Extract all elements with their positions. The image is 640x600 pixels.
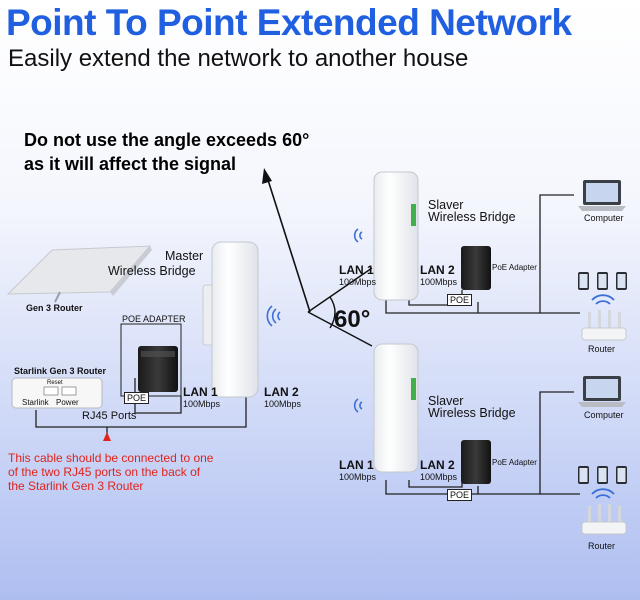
master-lan1-label: LAN 1: [183, 385, 218, 399]
slave-bridge-top-device: [373, 171, 419, 301]
starlink-router-icon: [11, 377, 103, 409]
red-arrow-icon: [103, 432, 111, 441]
page-title: Point To Point Extended Network: [6, 2, 572, 43]
slave-top-name-line1: Slaver: [428, 198, 464, 212]
router-icon: [581, 504, 627, 535]
satellite-dish-icon: [6, 245, 152, 303]
angle-value: 60°: [334, 306, 371, 333]
angle-arrow-up: [262, 168, 311, 313]
master-name-line2: Wireless Bridge: [108, 264, 196, 278]
master-name-line1: Master: [165, 249, 204, 263]
master-lan2: LAN 2 100Mbps: [264, 386, 301, 410]
slave-top-lan2-speed: 100Mbps: [420, 277, 458, 287]
slave-top-lan1-speed: 100Mbps: [339, 277, 377, 287]
wifi-icon: [591, 294, 615, 499]
slave-bottom-lan2: LAN 2 100Mbps: [420, 459, 457, 483]
ethernet-cables: [35, 194, 580, 495]
poe-adapter-top-icon: [461, 246, 491, 290]
slave-bridge-bottom-device: [373, 343, 419, 473]
slave-bottom-lan2-speed: 100Mbps: [420, 472, 458, 482]
laptop-icon: [578, 180, 626, 211]
slave-bottom-computer-label: Computer: [584, 410, 624, 420]
angle-lines: [307, 267, 373, 347]
master-lan2-speed: 100Mbps: [264, 399, 302, 409]
starlink-router-label: Starlink Gen 3 Router: [14, 366, 107, 376]
master-lan1-speed: 100Mbps: [183, 399, 221, 409]
laptop-icon: [578, 376, 626, 407]
poe-box-outlines: [120, 323, 182, 397]
page-subtitle: Easily extend the network to another hou…: [8, 45, 469, 72]
wifi-icon: [266, 228, 363, 413]
slave-top-computer-label: Computer: [584, 213, 624, 223]
slave-bottom-lan2-label: LAN 2: [420, 458, 455, 472]
slave-bottom-router-label: Router: [588, 541, 616, 551]
angle-warning-line1: Do not use the angle exceeds 60°: [24, 130, 310, 150]
reset-label: Reset: [47, 380, 63, 386]
slave-top-poe-label: POE: [447, 294, 473, 306]
slave-top-router-label: Router: [588, 344, 616, 354]
port-power-label: Power: [56, 398, 79, 407]
master-lan1: LAN 1 100Mbps: [183, 386, 220, 410]
cable-note-line1: This cable should be connected to one: [8, 451, 214, 465]
master-poe-label: POE: [124, 392, 150, 404]
cable-note-line3: the Starlink Gen 3 Router: [8, 479, 144, 493]
slave-bottom-lan1-label: LAN 1: [339, 458, 374, 472]
angle-warning: Do not use the angle exceeds 60° as it w…: [24, 128, 309, 176]
cable-note-line2: of the two RJ45 ports on the back of: [8, 465, 201, 479]
dish-label: Gen 3 Router: [26, 303, 83, 313]
slave-bottom-lan1-speed: 100Mbps: [339, 472, 377, 482]
slave-top-lan1-label: LAN 1: [339, 263, 374, 277]
angle-warning-line2: as it will affect the signal: [24, 154, 237, 174]
slave-bottom-name-line2: Wireless Bridge: [428, 406, 516, 420]
master-poe-adapter-label: POE ADAPTER: [122, 314, 186, 324]
slave-bottom-lan1: LAN 1 100Mbps: [339, 459, 376, 483]
rj45-ports-label: RJ45 Ports: [82, 410, 137, 422]
poe-adapter-bottom-icon: [461, 440, 491, 484]
slave-top-lan2-label: LAN 2: [420, 263, 455, 277]
slave-top-lan2: LAN 2 100Mbps: [420, 264, 457, 288]
router-icon: [581, 310, 627, 341]
master-bridge-device: [202, 241, 259, 398]
port-starlink-label: Starlink: [22, 398, 49, 407]
poe-adapter-icon: [138, 346, 178, 392]
slave-bottom-poe-adapter-label: PoE Adapter: [492, 458, 537, 467]
cable-note: This cable should be connected to one of…: [8, 451, 213, 493]
slave-top-poe-adapter-label: PoE Adapter: [492, 263, 537, 272]
slave-top-lan1: LAN 1 100Mbps: [339, 264, 376, 288]
phone-screens: [579, 274, 626, 482]
slave-bottom-name-line1: Slaver: [428, 394, 464, 408]
master-lan2-label: LAN 2: [264, 385, 299, 399]
slave-bottom-poe-label: POE: [447, 489, 473, 501]
slave-top-name-line2: Wireless Bridge: [428, 210, 516, 224]
